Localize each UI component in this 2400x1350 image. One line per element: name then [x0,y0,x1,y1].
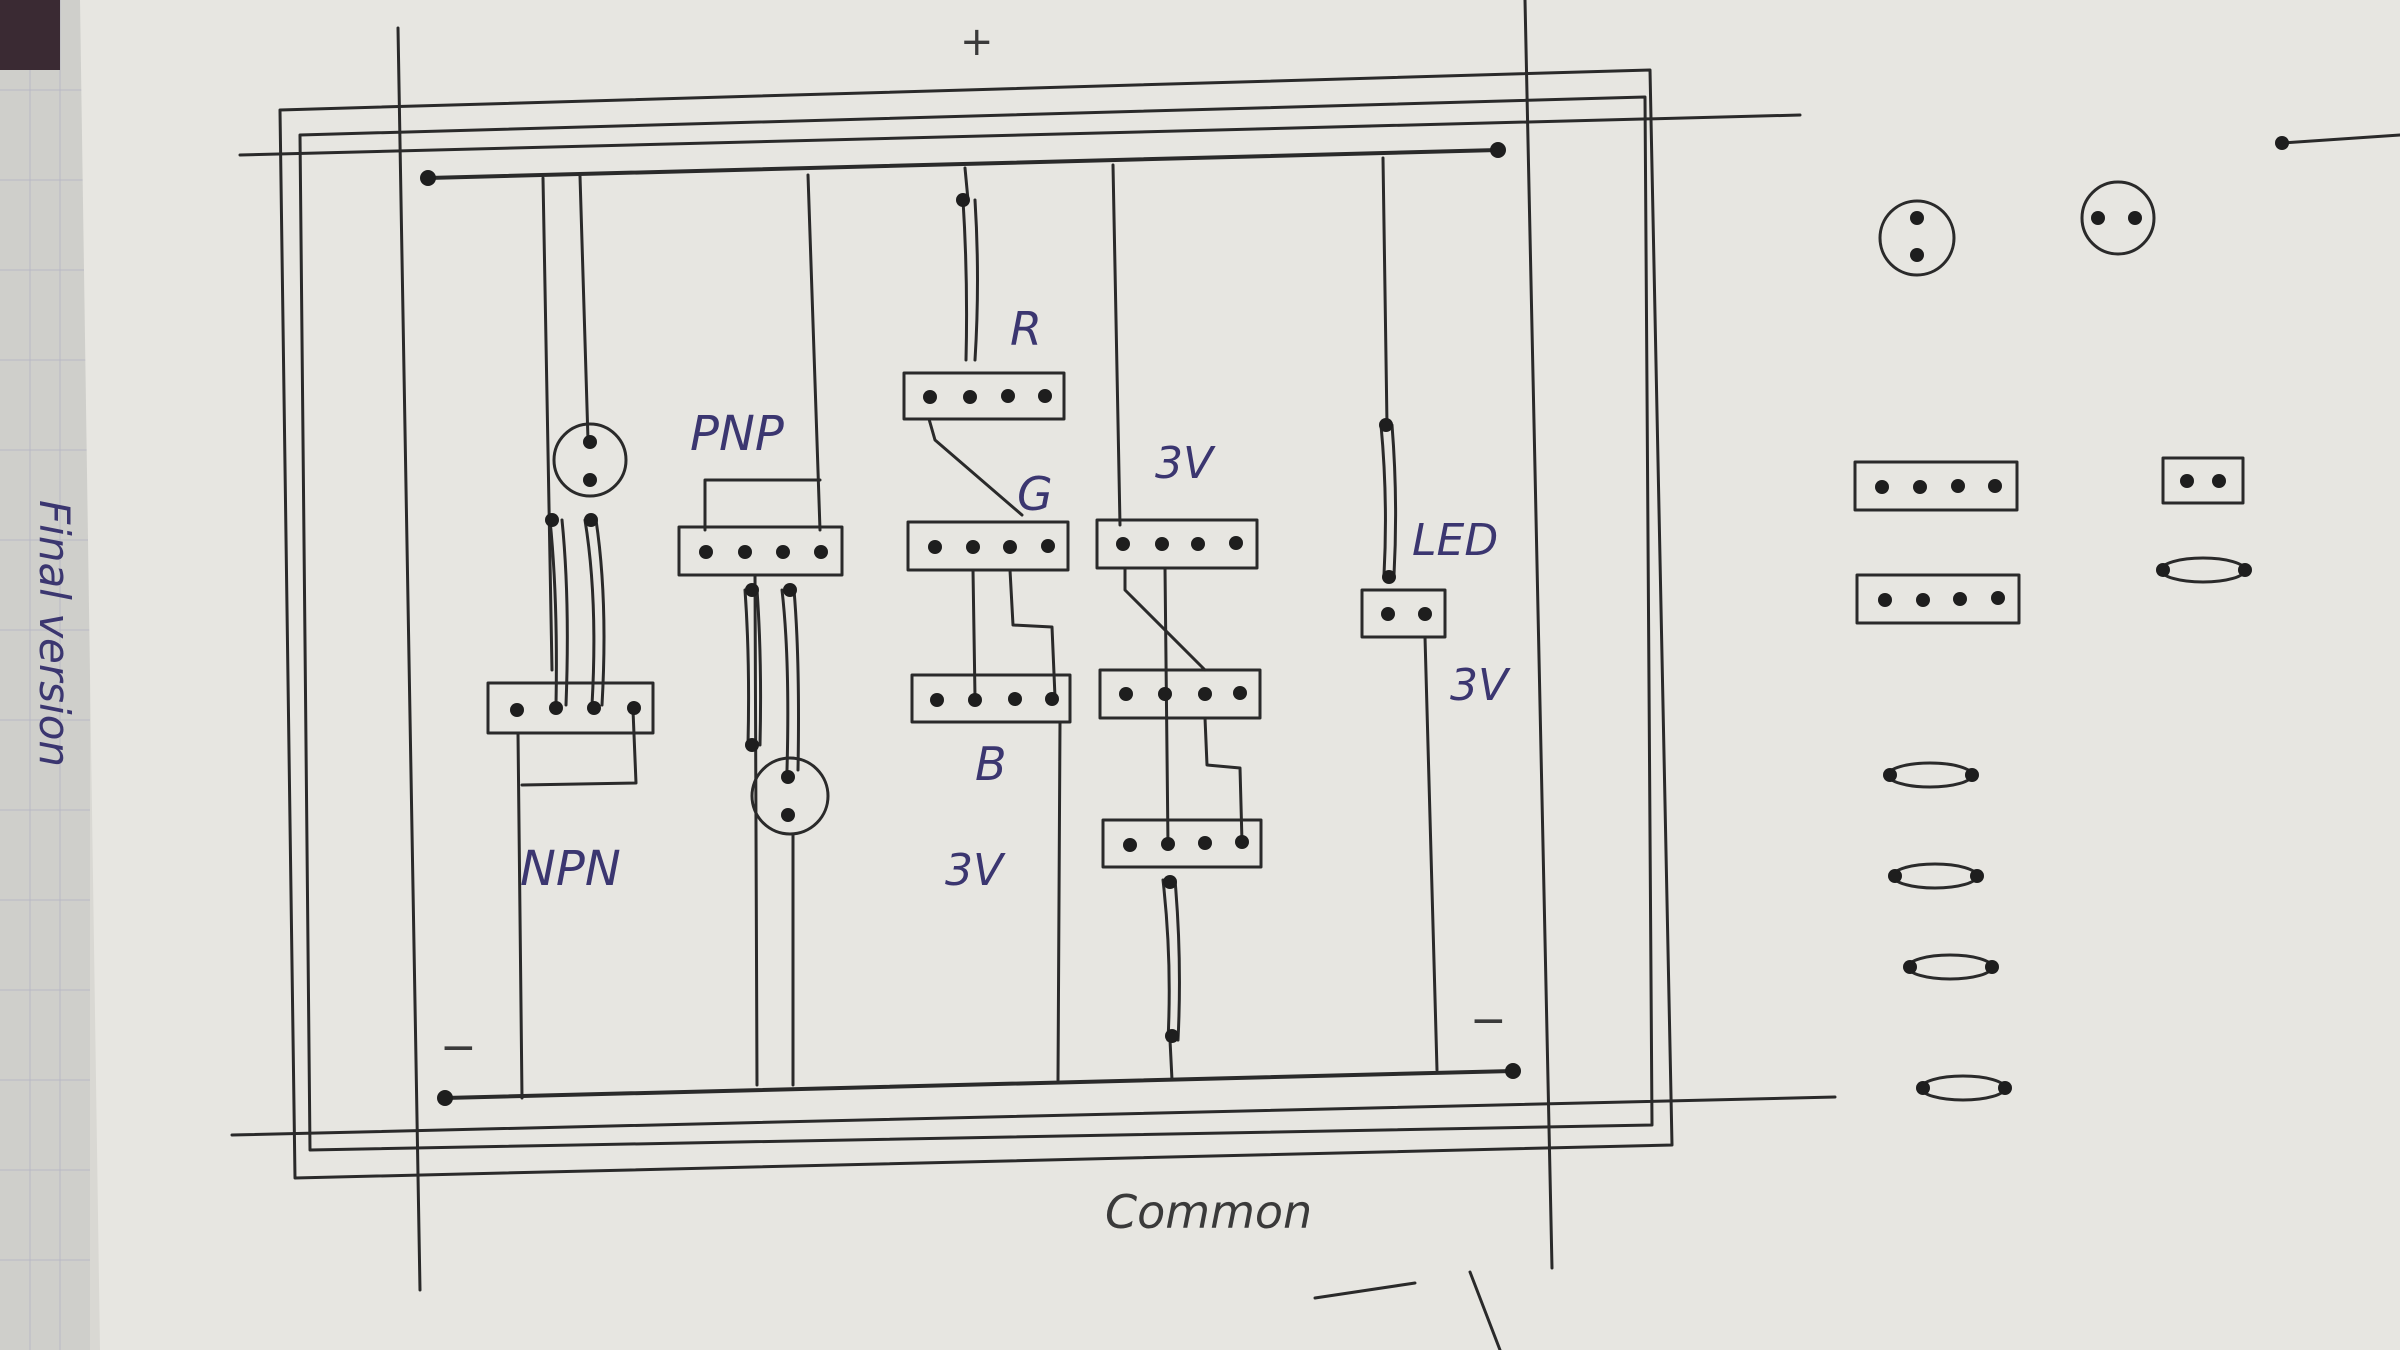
npn-transistor-socket [552,422,628,498]
label-3v-right: 3V [1450,660,1511,711]
v3-header-3 [1101,818,1263,869]
b-header [910,673,1072,724]
three-volt-dots [1116,536,1249,1043]
corner-shadow [0,0,60,70]
rail-end-bl [437,1090,453,1106]
label-minus-left: − [440,1022,477,1073]
g-header [906,520,1070,572]
rgb-dots [923,193,1059,707]
spare-header-2 [1855,573,2021,625]
rgb-column [902,166,1072,1082]
label-led: LED [1412,515,1498,566]
label-pnp: PNP [690,406,784,462]
edge-line [2280,133,2400,145]
label-npn: NPN [520,841,621,897]
rails [426,148,1515,1100]
led-header [1360,588,1447,639]
grid-lines [0,0,90,1350]
pnp-header [677,525,844,577]
led-column [1360,156,1447,1072]
label-minus-right: − [1470,995,1507,1046]
pnp-transistor-socket [750,756,830,836]
v3-header-1 [1095,518,1259,570]
rail-end-tl [420,170,436,186]
outer-frame [230,0,1837,1292]
led-dots [1379,418,1432,621]
label-b: B [975,737,1007,791]
label-common: Common [1105,1185,1312,1239]
label-3v-left: 3V [945,845,1006,896]
rail-end-br [1505,1063,1521,1079]
pnp-column [677,173,844,1087]
rail-end-tr [1490,142,1506,158]
label-g: G [1017,467,1053,521]
npn-dots [510,435,641,717]
v3-header-2 [1098,668,1262,720]
negative-rail [443,1069,1515,1100]
label-r: R [1010,302,1042,356]
spare-dots [1875,136,2289,1095]
spare-socket-1 [1878,199,1956,277]
spare-socket-2 [2080,180,2156,256]
label-plus: + [960,19,994,65]
npn-header [486,681,655,735]
spare-header-1 [1853,460,2019,512]
r-header [902,371,1066,421]
pnp-dots [699,545,828,822]
three-volt-column [1095,163,1263,1082]
label-3v-mid: 3V [1155,438,1216,489]
npn-column [486,174,655,1100]
grid-paper-strip [0,0,90,1350]
label-side-note: Final version [30,500,79,767]
spare-header-small [2161,456,2245,505]
sheet [80,0,2400,1350]
positive-rail [426,148,1500,180]
